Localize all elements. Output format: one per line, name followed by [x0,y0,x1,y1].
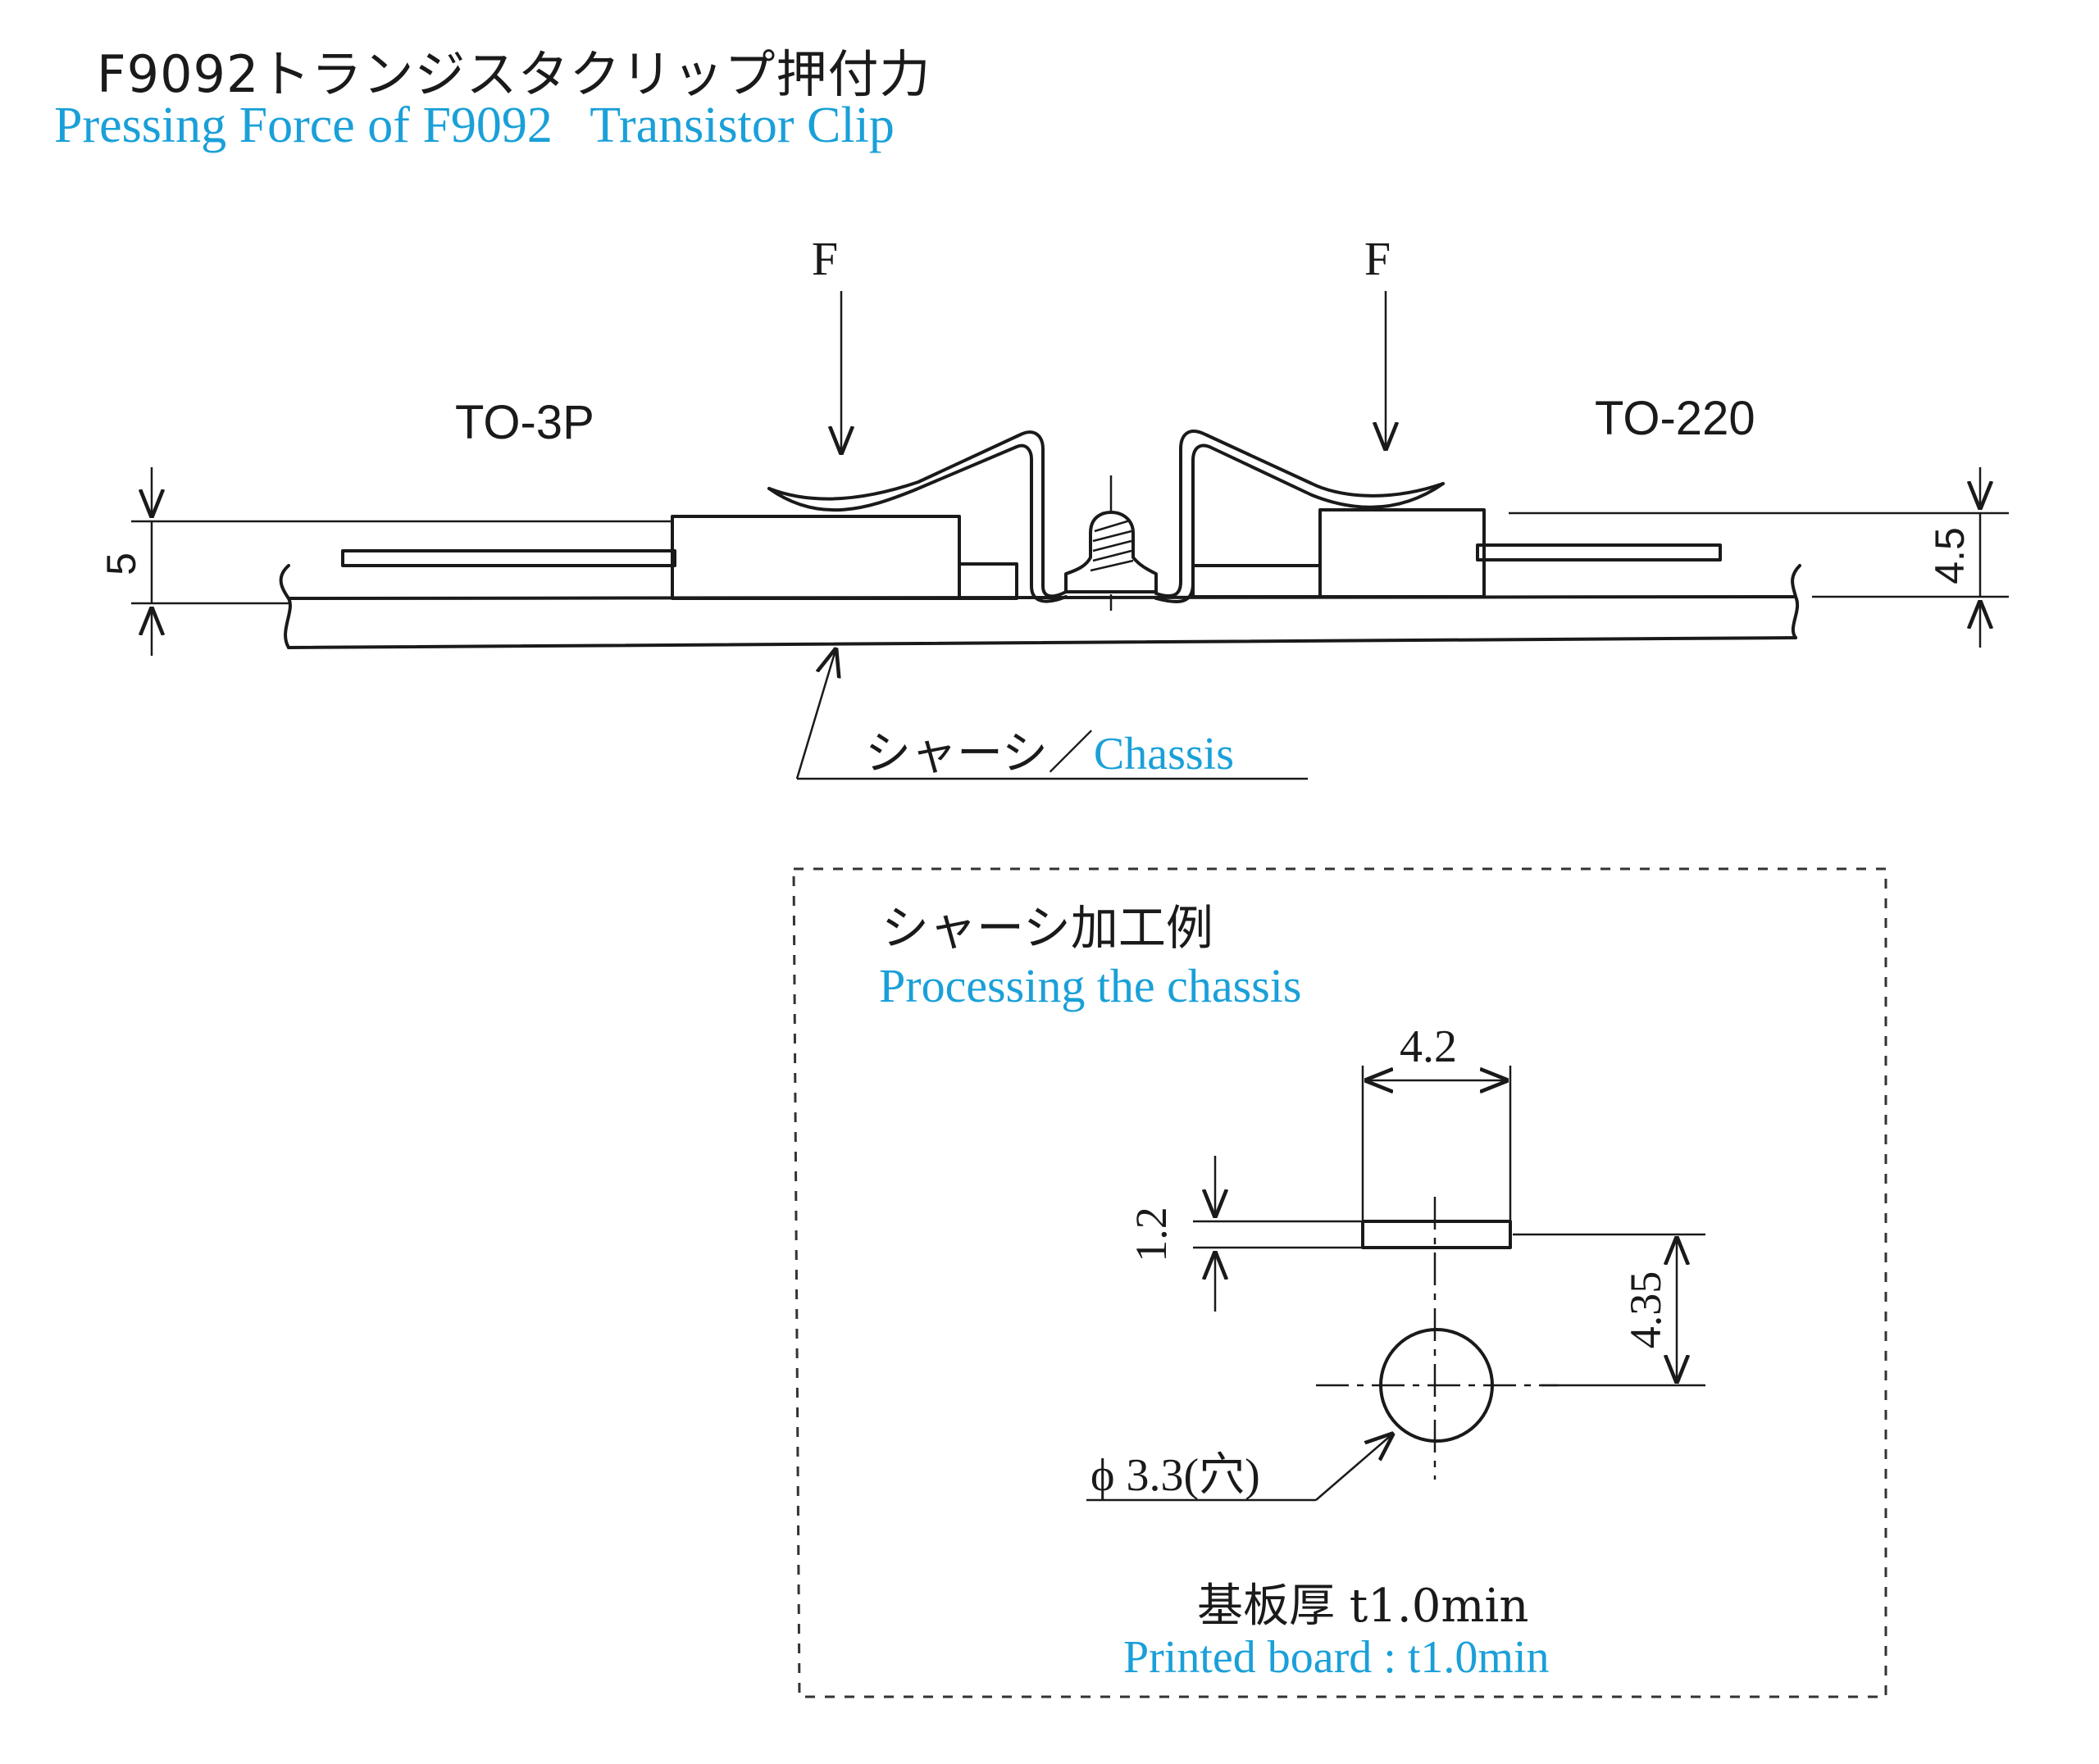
hole-leader [1086,1433,1394,1502]
dim-label-4-35: 4.35 [1621,1271,1670,1349]
chassis-slot [1361,1220,1512,1249]
hole-centerlines [1316,1197,1558,1480]
chassis-label-jp: シャーシ／ [865,727,1094,780]
title-english: Pressing Force of F9092 Transistor Clip [54,98,895,153]
chassis-label: シャーシ／Chassis [865,727,1234,780]
title-japanese: F9092トランジスタクリップ押付力 [97,44,931,104]
dimension-slot-height [1193,1156,1361,1312]
detail-heading-jp: シャーシ加工例 [881,900,1213,956]
to220-body [1318,508,1486,598]
chassis-leader [795,648,1308,780]
chassis-plate [279,564,1801,649]
to220-tab [1191,564,1322,598]
transistor-clip [767,430,1445,603]
chassis-label-en: Chassis [1094,729,1234,780]
center-rivet [1064,475,1158,611]
force-label-right: F [1364,232,1391,285]
dimension-height-right [1509,467,2009,648]
dim-label-4-2: 4.2 [1400,1021,1457,1072]
to220-lead [1476,543,1722,561]
to3p-lead [341,549,676,567]
to3p-body [671,515,961,600]
detail-frame [792,867,1887,1698]
label-to220: TO-220 [1595,392,1755,445]
detail-heading-en: Processing the chassis [879,959,1302,1012]
dimension-width [1361,1066,1512,1220]
dimension-pitch [1513,1233,1705,1387]
dim-label-5: 5 [98,552,144,575]
dimension-height-left [131,467,672,656]
board-thickness-en: Printed board : t1.0min [1123,1632,1550,1683]
to3p-tab [958,562,1018,600]
dim-label-4-5: 4.5 [1927,527,1973,584]
board-thickness-jp: 基板厚 t1.0min [1197,1580,1528,1633]
force-label-left: F [812,232,838,285]
hole-label: ϕ 3.3(穴) [1090,1450,1260,1501]
label-to3p: TO-3P [455,396,594,449]
dim-label-1-2: 1.2 [1127,1207,1176,1262]
